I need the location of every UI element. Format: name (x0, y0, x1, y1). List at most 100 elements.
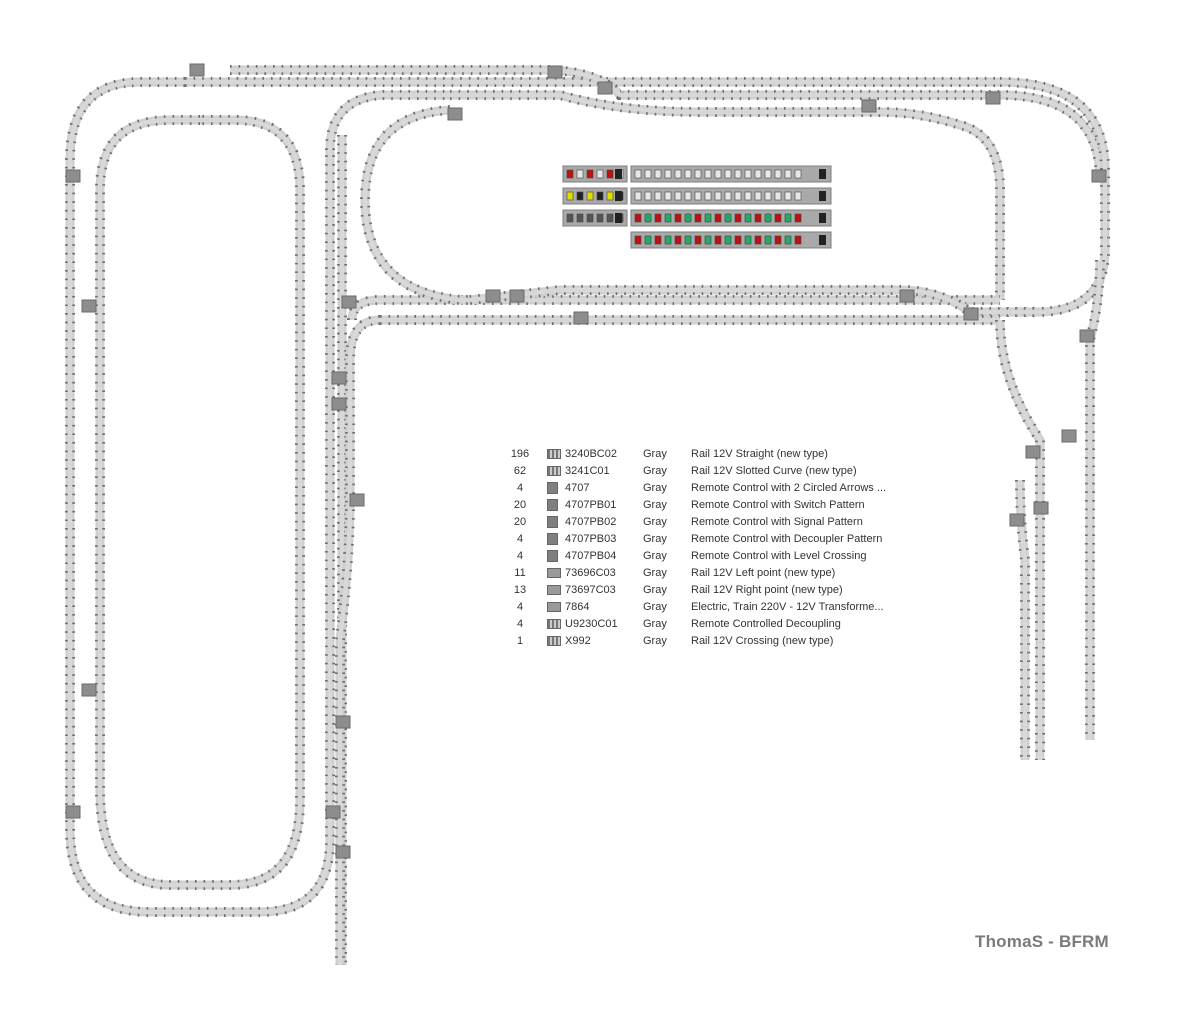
point-motor-icon (331, 397, 347, 411)
point-motor-icon (81, 683, 97, 697)
track-branch-up (347, 295, 470, 321)
part-description: Rail 12V Slotted Curve (new type) (691, 464, 857, 477)
part-number: X992 (565, 634, 591, 647)
part-description: Remote Control with Switch Pattern (691, 498, 865, 511)
part-color: Gray (643, 600, 667, 613)
part-icon-cell (535, 496, 565, 513)
part-description: Electric, Train 220V - 12V Transforme... (691, 600, 884, 613)
part-description: Rail 12V Crossing (new type) (691, 634, 834, 647)
part-quantity: 196 (510, 447, 530, 460)
part-icon-cell (535, 462, 565, 479)
track-top-curve (325, 90, 450, 151)
part-description: Rail 12V Right point (new type) (691, 583, 843, 596)
track-middle-loop (359, 105, 1000, 305)
track-vertical-siding-b (335, 315, 381, 965)
crossing-rail-icon (547, 635, 561, 646)
point-motor-icon (899, 289, 915, 303)
part-description: Remote Control with Signal Pattern (691, 515, 863, 528)
part-icon-cell (535, 564, 565, 581)
point-motor-icon (509, 289, 525, 303)
part-color: Gray (643, 617, 667, 630)
part-icon-cell (535, 530, 565, 547)
part-color: Gray (643, 464, 667, 477)
straight-rail-icon (547, 448, 561, 459)
remote-panel-row-1b (630, 165, 832, 183)
part-number: 4707PB04 (565, 549, 617, 562)
point-motor-icon (81, 299, 97, 313)
remote-panel-row-4b (630, 231, 832, 249)
part-quantity: 4 (516, 600, 524, 613)
part-number: U9230C01 (565, 617, 618, 630)
part-number: 73697C03 (565, 583, 616, 596)
part-quantity: 4 (516, 481, 524, 494)
part-quantity: 11 (514, 566, 526, 579)
point-motor-icon (1091, 169, 1107, 183)
remote-panel-row-3a (562, 209, 628, 227)
remote-panel-row-1a (562, 165, 628, 183)
parts-list-row: 4 4707 Gray Remote Control with 2 Circled A… (505, 479, 886, 496)
track-top-lower (450, 90, 1005, 300)
part-number: 7864 (565, 600, 590, 613)
part-color: Gray (643, 515, 667, 528)
part-number: 3240BC02 (565, 447, 617, 460)
parts-list-row: 20 4707PB02 Gray Remote Control with Signal… (505, 513, 886, 530)
part-quantity: 20 (513, 515, 527, 528)
part-number: 4707 (565, 481, 590, 494)
part-quantity: 4 (516, 549, 524, 562)
parts-list-row: 1 X992 Gray Rail 12V Crossing (new type) (505, 632, 886, 649)
part-icon-cell (535, 632, 565, 649)
right-point-icon (547, 584, 561, 595)
part-icon-cell (535, 615, 565, 632)
part-quantity: 62 (513, 464, 527, 477)
part-number: 4707PB02 (565, 515, 617, 528)
part-quantity: 13 (513, 583, 527, 596)
author-credit: ThomaS - BFRM (975, 932, 1109, 951)
part-color: Gray (643, 481, 667, 494)
part-color: Gray (643, 583, 667, 596)
track-right-loop (999, 77, 1110, 317)
point-motor-icon (597, 81, 613, 95)
point-motor-icon (65, 169, 81, 183)
point-motor-icon (331, 371, 347, 385)
remote-panel-row-2b (630, 187, 832, 205)
decoupling-rail-icon (547, 618, 561, 629)
remote-control-switch-icon (547, 498, 558, 511)
point-motor-icon (1025, 445, 1041, 459)
part-quantity: 4 (516, 532, 524, 545)
part-color: Gray (643, 634, 667, 647)
point-motor-icon (1079, 329, 1095, 343)
remote-panel-row-3b (630, 209, 832, 227)
parts-list-row: 4 7864 Gray Electric, Train 220V - 12V Tran… (505, 598, 886, 615)
point-motor-icon (335, 715, 351, 729)
part-description: Remote Controlled Decoupling (691, 617, 841, 630)
track-outer-left-loop (65, 77, 335, 917)
parts-list-row: 11 73696C03 Gray Rail 12V Left point (new t… (505, 564, 886, 581)
part-quantity: 1 (516, 634, 524, 647)
part-number: 73696C03 (565, 566, 616, 579)
point-motor-icon (547, 65, 563, 79)
track-inner-left-loop (95, 115, 305, 890)
part-color: Gray (643, 498, 667, 511)
point-motor-icon (485, 289, 501, 303)
part-icon-cell (535, 581, 565, 598)
parts-list-row: 13 73697C03 Gray Rail 12V Right point (new … (505, 581, 886, 598)
remote-control-decoupler-icon (547, 532, 558, 545)
track-network (65, 65, 1110, 965)
point-motor-icon (1061, 429, 1077, 443)
part-description: Remote Control with Decoupler Pattern (691, 532, 883, 545)
part-color: Gray (643, 566, 667, 579)
remote-control-crossing-icon (547, 549, 558, 562)
part-color: Gray (643, 447, 667, 460)
part-icon-cell (535, 445, 565, 462)
point-motor-icon (1009, 513, 1025, 527)
part-icon-cell (535, 547, 565, 564)
part-description: Remote Control with 2 Circled Arrows ... (691, 481, 887, 494)
part-description: Rail 12V Left point (new type) (691, 566, 836, 579)
point-motor-icon (861, 99, 877, 113)
curve-rail-icon (547, 465, 561, 476)
